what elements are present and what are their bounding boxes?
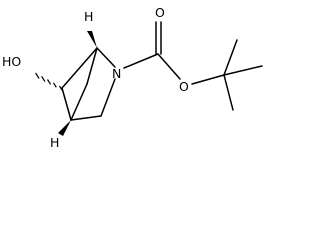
bond-tbu-methyl-top xyxy=(223,39,238,76)
boc-group xyxy=(123,21,263,111)
hydroxyl-label: HO xyxy=(2,54,21,69)
bond-c5-c1 xyxy=(61,47,98,89)
molecular-structure: HO H H N O O xyxy=(2,5,263,150)
bond-c1-c7-bridge xyxy=(86,47,98,85)
wedge-bond-c4-h xyxy=(58,120,71,136)
bond-c1-n2 xyxy=(96,47,116,68)
hashed-bond-c5-oh xyxy=(35,72,63,91)
wedge-bond-c1-h xyxy=(87,31,97,48)
ester-oxygen-label: O xyxy=(179,79,189,94)
bond-c4-c5 xyxy=(61,87,72,121)
bond-ester-o-tbu xyxy=(191,74,225,85)
bridgehead-top-h-label: H xyxy=(84,9,93,24)
carbonyl-oxygen-label: O xyxy=(155,5,165,20)
bond-carbonyl-ester-o xyxy=(157,53,181,80)
bond-n-carbonyl xyxy=(123,53,159,69)
bridgehead-bottom-h-label: H xyxy=(50,135,59,150)
ring-nitrogen-label: N xyxy=(112,66,121,81)
bond-c7-c4-bridge xyxy=(70,83,88,121)
bond-c3-c4 xyxy=(70,115,102,121)
bond-tbu-methyl-right xyxy=(223,65,263,76)
bond-n2-c3 xyxy=(100,78,116,117)
bicyclic-skeleton xyxy=(61,47,116,121)
bond-tbu-methyl-bottom xyxy=(223,74,234,111)
